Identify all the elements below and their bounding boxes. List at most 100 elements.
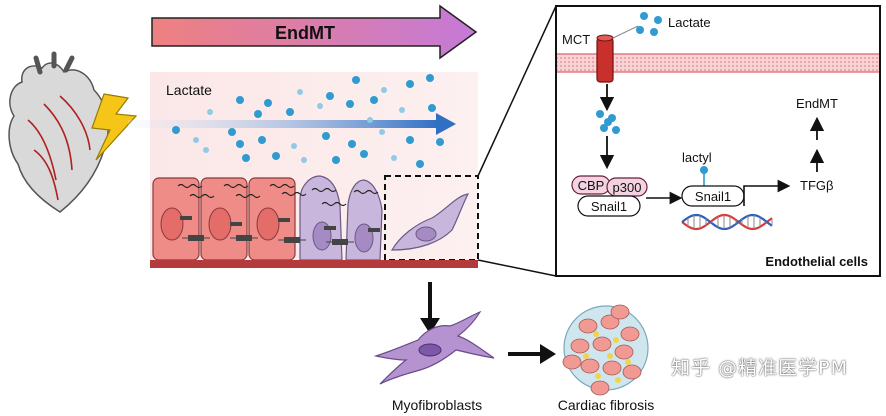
lactate-dot xyxy=(428,104,436,112)
cell-membrane xyxy=(557,54,879,72)
lactate-dot xyxy=(654,16,662,24)
lightning-icon xyxy=(91,93,138,161)
lactyl-squiggle xyxy=(235,193,261,199)
fibrotic-cell xyxy=(602,360,622,376)
arrow-to-tgfb xyxy=(743,179,791,206)
snail1-label: Snail1 xyxy=(591,199,627,214)
lactate-dot xyxy=(352,76,360,84)
migrating-cell xyxy=(390,193,470,251)
basement-membrane xyxy=(150,260,478,268)
fibrotic-cell xyxy=(570,338,590,354)
heart-icon xyxy=(8,51,109,213)
lactate-dot xyxy=(636,26,644,34)
lactate-dot xyxy=(640,12,648,20)
lactate-dot xyxy=(381,87,387,93)
lactate-dot xyxy=(258,136,266,144)
mesenchymal-cell xyxy=(299,175,343,261)
lactate-flow-band xyxy=(128,120,438,128)
lactyl-marks xyxy=(177,183,379,207)
lactate-dot xyxy=(600,124,608,132)
lactate-dot xyxy=(297,89,303,95)
myofibroblasts-label: Myofibroblasts xyxy=(392,397,482,413)
lactate-dot xyxy=(301,157,307,163)
lactate-molecules xyxy=(172,74,444,168)
fibrotic-deposit xyxy=(595,373,601,379)
lactate-dot xyxy=(426,74,434,82)
junction-marker xyxy=(180,216,192,220)
lactate-label: Lactate xyxy=(166,82,212,98)
fibrotic-cell xyxy=(592,336,612,352)
arrow-right-main-head xyxy=(540,344,556,364)
cell-junctions xyxy=(180,216,380,245)
lactate-flow-arrowhead xyxy=(436,113,456,135)
lactate-dot xyxy=(367,117,373,123)
p300-label: p300 xyxy=(613,180,642,195)
lactate-dot xyxy=(406,80,414,88)
fibrotic-tissue-icon xyxy=(562,304,649,396)
fibrotic-cell xyxy=(578,318,598,334)
fibrotic-deposit xyxy=(583,353,589,359)
lactate-dot xyxy=(291,143,297,149)
fibrotic-cell xyxy=(614,344,634,360)
endothelial-cells xyxy=(152,177,296,261)
dna-icon xyxy=(681,213,773,231)
fibrotic-cell xyxy=(590,380,610,396)
lactyl-squiggle xyxy=(269,183,295,189)
fibrotic-cell xyxy=(620,326,640,342)
fibrotic-cell xyxy=(580,358,600,374)
mct-label: MCT xyxy=(562,32,590,47)
lactate-dot xyxy=(596,110,604,118)
cardiac-fibrosis-label: Cardiac fibrosis xyxy=(558,397,654,413)
cbp-label: CBP xyxy=(578,178,605,193)
lactate-dot xyxy=(416,160,424,168)
junction-marker xyxy=(230,222,242,226)
mct-lactate-line xyxy=(612,25,639,39)
dna-strand xyxy=(681,213,773,231)
lactate-dot xyxy=(348,140,356,148)
fibrotic-deposit xyxy=(625,359,631,365)
lactate-dot xyxy=(317,103,323,109)
arrow-down-main-head xyxy=(420,318,440,334)
zoom-connector xyxy=(477,5,557,177)
watermark: 知乎 @精准医学PM xyxy=(671,357,848,379)
junction-marker xyxy=(368,228,380,232)
lactate-dot xyxy=(650,28,658,36)
endmt-arrow-label: EndMT xyxy=(275,23,335,43)
lactate-dot xyxy=(436,138,444,146)
nucleus xyxy=(208,207,232,241)
dna-rungs xyxy=(687,215,773,229)
lactyl-squiggle xyxy=(177,183,203,189)
lactate-dot xyxy=(203,147,209,153)
fibrotic-deposit xyxy=(613,337,619,343)
fibrotic-deposit xyxy=(607,353,613,359)
lactate-dot xyxy=(264,99,272,107)
junction-marker xyxy=(278,218,290,222)
lactyl-squiggle xyxy=(223,183,249,189)
fibrotic-cell xyxy=(610,304,630,320)
inset-title: Endothelial cells xyxy=(765,254,868,269)
lactate-dot xyxy=(236,140,244,148)
fibrotic-deposit xyxy=(593,331,599,337)
lactyl-squiggle xyxy=(281,191,307,197)
fibrotic-cell xyxy=(562,354,582,370)
lactate-dot xyxy=(254,110,262,118)
lactate-dot xyxy=(406,136,414,144)
lactate-dot xyxy=(332,156,340,164)
lactate-dot xyxy=(242,154,250,162)
lactate-dot xyxy=(207,109,213,115)
lactate-dot xyxy=(360,150,368,158)
nucleus xyxy=(256,207,280,241)
lactate-dot xyxy=(286,108,294,116)
zoom-connector xyxy=(477,259,557,277)
fibrotic-deposit xyxy=(615,377,621,383)
junction-marker xyxy=(324,226,336,230)
lactate-dot xyxy=(346,100,354,108)
endothelial-inset: MCT Lactate CBP p300 Snail1 lactyl Snail… xyxy=(555,5,881,277)
lactyl-label: lactyl xyxy=(682,150,712,165)
inset-lactate-label: Lactate xyxy=(668,15,711,30)
dna-strand xyxy=(681,213,773,231)
lactylated-snail1-label: Snail1 xyxy=(695,189,731,204)
inset-endmt-label: EndMT xyxy=(796,96,838,111)
lactate-dot xyxy=(612,126,620,134)
